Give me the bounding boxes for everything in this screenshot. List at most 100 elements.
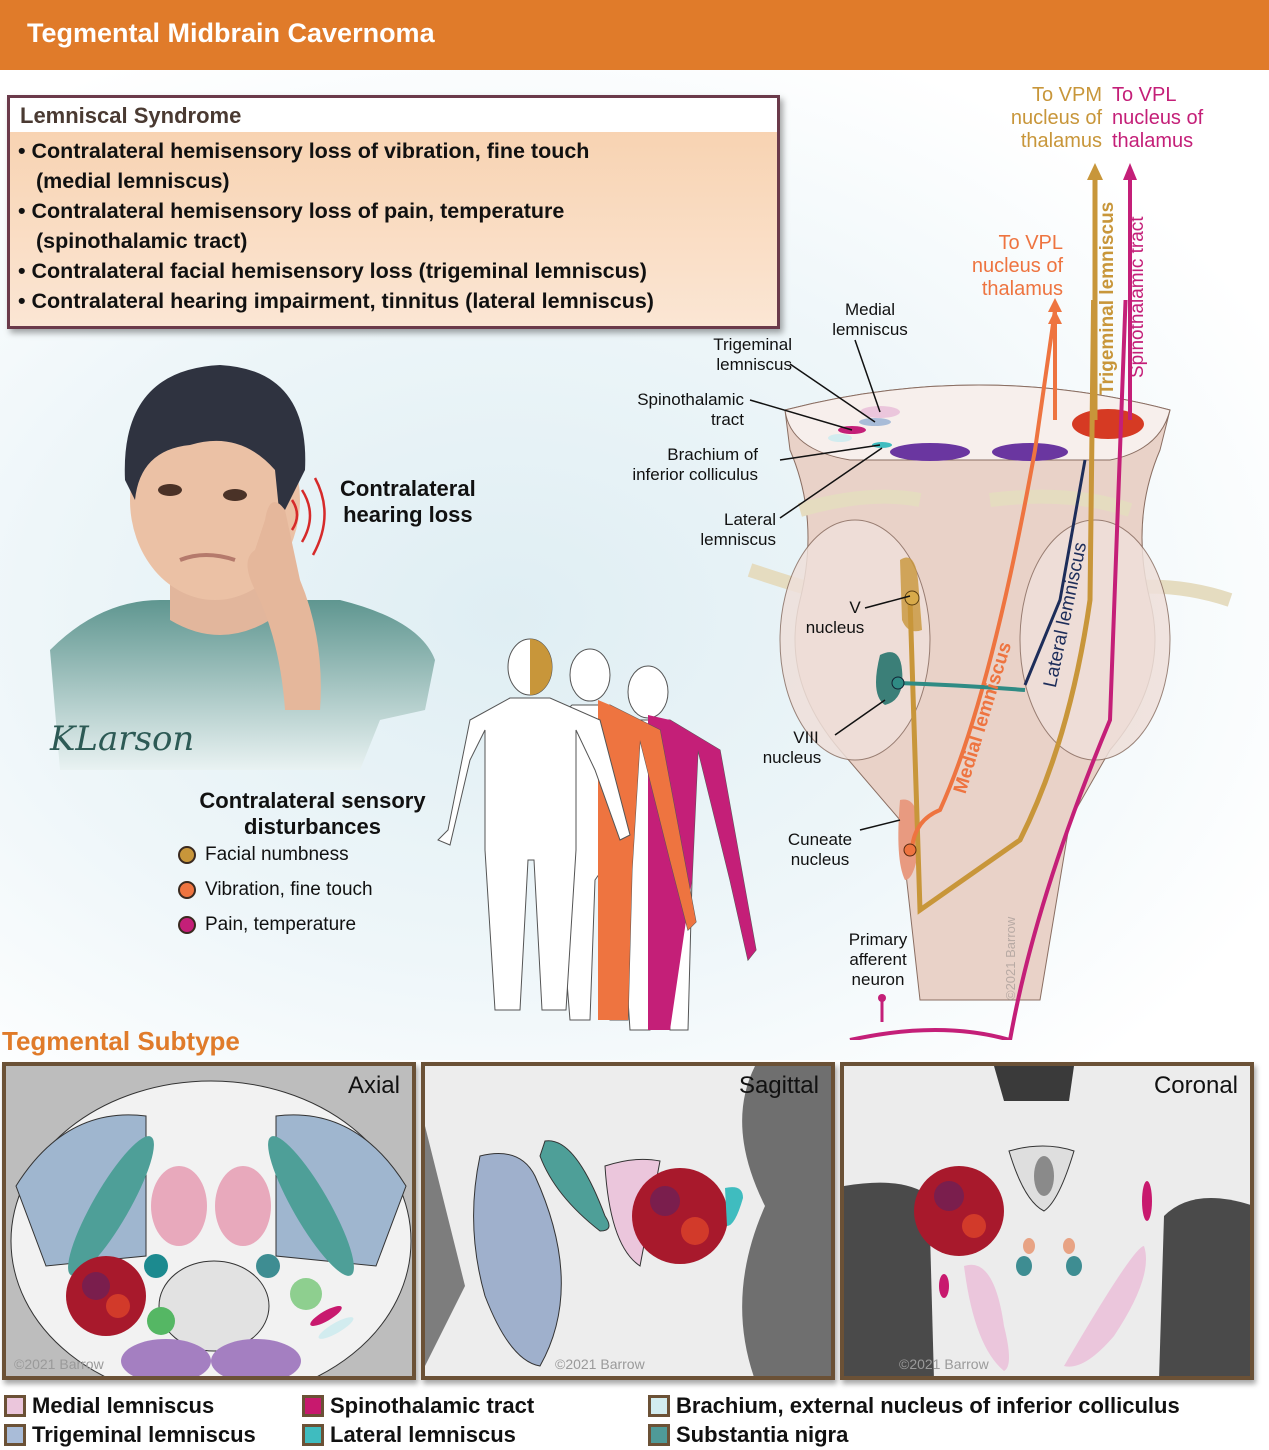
legend-label: Substantia nigra: [676, 1422, 849, 1447]
title-bar: Tegmental Midbrain Cavernoma: [0, 0, 1269, 70]
label-leader-lines: [749, 339, 911, 831]
label-line: neuron: [851, 970, 905, 989]
brachium-label: Brachium of inferior colliculus: [600, 445, 758, 485]
substantia-nigra-swatch-icon: [648, 1424, 670, 1446]
spinothalamic-tract-label: Spinothalamic tract: [610, 390, 744, 430]
vpl-line: thalamus: [981, 278, 1063, 300]
lateral-lemniscus-label: Lateral lemniscus: [680, 510, 776, 550]
eye-left: [158, 484, 182, 496]
medial-lemniscus-swatch-icon: [4, 1395, 26, 1417]
trigeminal-tract: [907, 300, 1097, 915]
sound-wave-3: [311, 477, 326, 556]
vpl-line: nucleus of: [971, 255, 1063, 277]
sound-wave-2: [300, 489, 312, 543]
cerebellar-peduncle-left: [779, 519, 931, 761]
label-line: Trigeminal: [713, 335, 792, 354]
hearing-loss-line: Contralateral: [340, 476, 476, 501]
viii-cell: [891, 676, 905, 690]
label-line: VIII: [793, 728, 819, 747]
medial-lemniscus-label: Medial lemniscus: [830, 300, 910, 340]
facial-numbness-dot-icon: [178, 846, 196, 864]
trigeminal-lemniscus-swatch-icon: [4, 1424, 26, 1446]
legend-item-lateral-lemniscus: Lateral lemniscus: [302, 1422, 516, 1448]
figure-vibration: [549, 648, 697, 1021]
cuneate-nucleus-shape: [898, 799, 920, 880]
vpl-line: nucleus of: [1112, 107, 1204, 129]
coronal-label: Coronal: [1153, 1072, 1238, 1099]
midbrain-section: [784, 384, 1171, 461]
sensory-legend-item: Vibration, fine touch: [178, 879, 373, 901]
vpl-spinothalamic-label: To VPL nucleus of thalamus: [1112, 84, 1203, 153]
artist-signature: KLarson: [49, 719, 194, 759]
v-nucleus-label: V nucleus: [795, 598, 875, 638]
vpm-label: To VPM nucleus of thalamus: [990, 84, 1102, 153]
label-line: Brachium of: [667, 445, 758, 464]
label-line: lemniscus: [700, 530, 776, 549]
legend-label: Brachium, external nucleus of inferior c…: [676, 1393, 1180, 1418]
legend-item-medial-lemniscus: Medial lemniscus: [4, 1393, 214, 1419]
coronal-watermark: ©2021 Barrow: [899, 1356, 989, 1372]
vpl-line: thalamus: [1112, 130, 1194, 152]
figure-facial: [437, 638, 631, 1011]
sagittal-watermark: ©2021 Barrow: [555, 1356, 645, 1372]
syndrome-item-text: • Contralateral hemisensory loss of pain…: [18, 199, 565, 223]
pain-dot-icon: [178, 916, 196, 934]
primary-afferent-label: Primary afferent neuron: [836, 930, 920, 990]
axial-illustration: [6, 1066, 412, 1376]
viii-nucleus-label: VIII nucleus: [752, 728, 832, 768]
sensory-title-line: disturbances: [244, 814, 381, 839]
label-line: Primary: [848, 930, 908, 949]
lateral-lemniscus-marker: [872, 442, 892, 448]
hearing-loss-label: Contralateral hearing loss: [340, 476, 476, 528]
label-line: Lateral: [724, 510, 776, 529]
mouth: [179, 553, 236, 562]
page-title: Tegmental Midbrain Cavernoma: [27, 18, 435, 48]
syndrome-item-detail: (spinothalamic tract): [36, 229, 248, 253]
label-line: nucleus: [805, 618, 865, 637]
sensory-legend-label: Pain, temperature: [205, 914, 357, 935]
medial-lemniscus-tract: [910, 309, 1057, 849]
label-line: nucleus: [762, 748, 822, 767]
hand: [247, 502, 321, 710]
cuneate-cell: [903, 843, 917, 857]
label-line: nucleus: [790, 850, 850, 869]
substantia-nigra-left: [890, 443, 970, 461]
legend-label: Trigeminal lemniscus: [32, 1422, 256, 1447]
legend-label: Lateral lemniscus: [330, 1422, 516, 1447]
label-line: tract: [710, 410, 744, 429]
body-figures: [437, 638, 757, 1031]
syndrome-item-detail: (medial lemniscus): [36, 169, 230, 193]
spinothalamic-tract: [849, 300, 1128, 1040]
sound-wave-1: [290, 499, 299, 531]
patient-illustration: KLarson: [49, 365, 435, 770]
subtype-title: Tegmental Subtype: [2, 1026, 240, 1056]
legend-item-brachium: Brachium, external nucleus of inferior c…: [648, 1393, 1180, 1419]
sagittal-label: Sagittal: [738, 1072, 819, 1099]
vibration-dot-icon: [178, 881, 196, 899]
syndrome-item-text: • Contralateral hemisensory loss of vibr…: [18, 139, 590, 163]
legend-item-spinothalamic-tract: Spinothalamic tract: [302, 1393, 534, 1419]
lateral-lemniscus-tract: [1023, 459, 1087, 686]
viii-nucleus-shape: [876, 652, 903, 705]
legend-item-substantia-nigra: Substantia nigra: [648, 1422, 848, 1448]
sensory-legend-label: Facial numbness: [205, 844, 349, 865]
label-line: inferior colliculus: [632, 465, 758, 484]
lateral-lemniscus-swatch-icon: [302, 1424, 324, 1446]
substantia-nigra-right: [992, 443, 1068, 461]
sensory-legend-item: Pain, temperature: [178, 914, 356, 936]
axial-label: Axial: [347, 1072, 400, 1099]
label-line: afferent: [849, 950, 907, 969]
legend-label: Medial lemniscus: [32, 1393, 215, 1418]
trigeminal-lemniscus-label: Trigeminal lemniscus: [690, 335, 792, 375]
eye-right: [223, 489, 247, 501]
syndrome-box: Lemniscal Syndrome • Contralateral hemis…: [7, 95, 780, 329]
legend-label: Spinothalamic tract: [330, 1393, 535, 1418]
coronal-panel: Coronal ©2021 Barrow: [840, 1062, 1254, 1380]
label-line: Spinothalamic: [637, 390, 744, 409]
syndrome-item-text: • Contralateral facial hemisensory loss …: [18, 259, 647, 283]
thalamus-arrows: [1048, 163, 1137, 420]
cuneate-nucleus-label: Cuneate nucleus: [775, 830, 865, 870]
syndrome-list: • Contralateral hemisensory loss of vibr…: [10, 132, 777, 326]
label-line: Medial: [844, 300, 896, 319]
brachium-swatch-icon: [648, 1395, 670, 1417]
